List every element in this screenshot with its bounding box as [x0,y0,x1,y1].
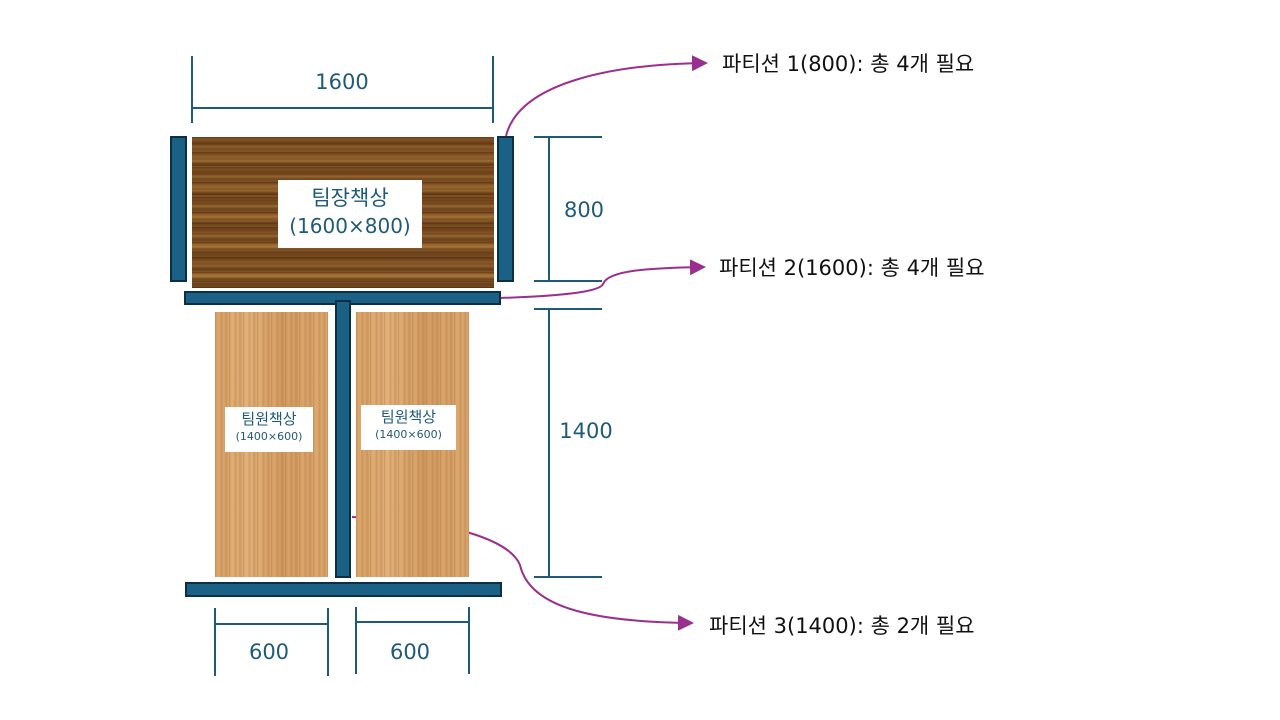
member-desk-left: 팀원책상 (1400×600) [215,312,328,577]
callout-partition-2: 파티션 2(1600): 총 4개 필요 [719,256,985,280]
dimension-member-length: 1400 [559,419,613,443]
member-desk-right-label: 팀원책상 (1400×600) [361,405,456,450]
leader-desk-size: (1600×800) [289,214,411,238]
callout-arrow-partition-2 [499,259,706,299]
leader-desk-name: 팀장책상 [311,186,389,210]
partition-1-left [170,136,187,282]
dimension-member-length-lines [534,308,602,578]
dimension-top-width: 1600 [315,70,369,94]
dimension-member-right-width-lines [355,607,470,674]
dimension-member-right-width: 600 [389,640,431,664]
member-desk-left-label: 팀원책상 (1400×600) [225,407,313,452]
dimension-member-left-width: 600 [248,640,290,664]
dimension-top-width-lines [191,56,494,123]
callout-arrow-partition-1 [505,55,708,137]
callout-partition-1: 파티션 1(800): 총 4개 필요 [722,52,975,76]
dimension-leader-depth-lines [534,136,602,282]
member-desk-left-name: 팀원책상 [241,410,297,428]
partition-2-bottom [185,582,502,597]
member-desk-right-size: (1400×600) [375,428,442,441]
member-desk-right: 팀원책상 (1400×600) [356,312,469,577]
dimension-leader-depth: 800 [563,198,605,222]
leader-desk: 팀장책상 (1600×800) [192,137,494,288]
member-desk-left-size: (1400×600) [235,430,303,443]
member-desk-right-name: 팀원책상 [380,408,437,426]
callout-partition-3: 파티션 3(1400): 총 2개 필요 [709,614,975,638]
partition-1-right [497,136,514,282]
leader-desk-label: 팀장책상 (1600×800) [278,180,422,248]
dimension-member-left-width-lines [214,608,329,676]
partition-3-center [335,300,351,578]
